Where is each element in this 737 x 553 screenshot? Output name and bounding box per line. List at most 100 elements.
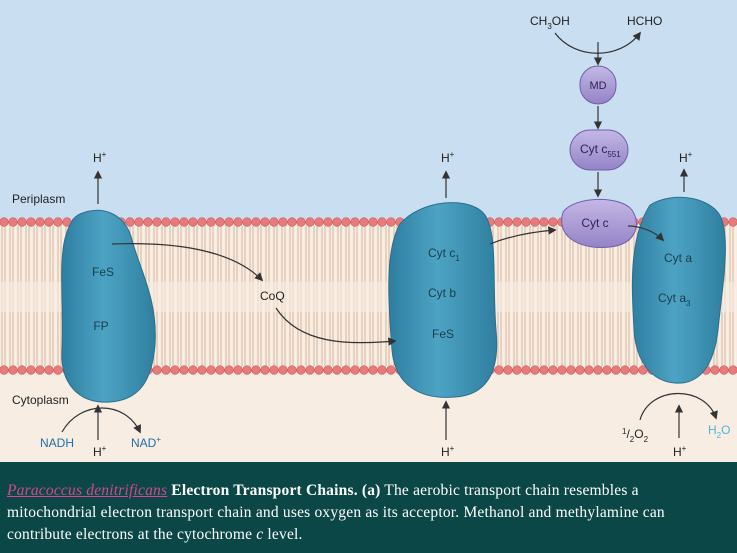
water-label: H2O: [708, 423, 730, 440]
lipid-head: [143, 217, 153, 227]
lipid-head: [512, 217, 522, 227]
lipid-head: [161, 217, 171, 227]
lipid-head: [26, 217, 36, 227]
lipid-head: [287, 365, 297, 375]
nad-label: NAD+: [131, 435, 161, 450]
lipid-head: [161, 365, 171, 375]
lipid-head: [377, 217, 387, 227]
lipid-head: [53, 365, 63, 375]
lipid-head: [188, 365, 198, 375]
complex-i-to-coq-arrow: [111, 243, 264, 282]
lipid-head: [332, 217, 342, 227]
lipid-head: [251, 365, 261, 375]
caption-title: Electron Transport Chains. (a): [167, 482, 381, 499]
lipid-head: [386, 365, 396, 375]
lipid-head: [728, 365, 737, 375]
lipid-head: [206, 217, 216, 227]
lipid-head: [296, 217, 306, 227]
lipid-head: [125, 217, 135, 227]
lipid-head: [341, 217, 351, 227]
cytoplasm-label: Cytoplasm: [12, 393, 69, 407]
complex-iii-cytc1-label: Cyt c1: [428, 246, 460, 263]
complex-iii-to-cytc-arrow: [489, 226, 557, 245]
lipid-head: [521, 217, 531, 227]
lipid-head: [305, 365, 315, 375]
lipid-head: [215, 365, 225, 375]
lipid-head: [215, 217, 225, 227]
complex-iv-proton-in-label: H+: [673, 444, 687, 459]
lipid-head: [611, 365, 621, 375]
caption-cyto-letter: c: [256, 526, 264, 543]
lipid-head: [287, 217, 297, 227]
methanol-label: CH3OH: [530, 14, 570, 31]
cyt-c551-label: Cyt c551: [580, 142, 621, 159]
lipid-head: [260, 365, 270, 375]
caption-species: Paracoccus denitrificans: [7, 482, 168, 499]
lipid-head: [368, 217, 378, 227]
periplasm-region: [0, 0, 737, 220]
caption-text-end: level.: [263, 526, 303, 543]
lipid-head: [206, 365, 216, 375]
figure-caption: Paracoccus denitrificans Electron Transp…: [0, 462, 737, 553]
lipid-head: [296, 365, 306, 375]
complex-i-proton-out-label: H+: [93, 150, 107, 165]
lipid-head: [638, 365, 648, 375]
lipid-head: [224, 217, 234, 227]
lipid-head: [530, 217, 540, 227]
lipid-head: [323, 217, 333, 227]
lipid-head: [269, 217, 279, 227]
lipid-head: [359, 365, 369, 375]
lipid-head: [512, 365, 522, 375]
lipid-head: [314, 365, 324, 375]
lipid-head: [305, 217, 315, 227]
etc-diagram: FeS FP Cyt c1 Cyt b FeS Cyt a Cyt a3 Cyt…: [0, 0, 737, 462]
formaldehyde-label: HCHO: [627, 14, 662, 28]
methanol-dehydrogenase: [579, 65, 617, 105]
lipid-head: [314, 217, 324, 227]
lipid-head: [197, 217, 207, 227]
lipid-head: [629, 365, 639, 375]
lipid-head: [8, 365, 18, 375]
lipid-head: [494, 217, 504, 227]
lipid-head: [494, 365, 504, 375]
cytc-to-complex-iv-arrow: [627, 225, 665, 242]
lipid-head: [242, 365, 252, 375]
cyt-c-label: Cyt c: [581, 216, 608, 230]
lipid-head: [134, 217, 144, 227]
lipid-head: [386, 217, 396, 227]
lipid-head: [44, 217, 54, 227]
cyt-c: [561, 198, 637, 249]
complex-iv-proton-out-label: H+: [679, 150, 693, 165]
oxygen-reduction-arrow: [639, 392, 718, 421]
complex-iv-cyta-label: Cyt a: [664, 251, 692, 265]
lipid-head: [323, 365, 333, 375]
lipid-head: [341, 365, 351, 375]
lipid-head: [224, 365, 234, 375]
lipid-head: [179, 217, 189, 227]
lipid-head: [557, 365, 567, 375]
lipid-head: [548, 365, 558, 375]
lipid-head: [152, 365, 162, 375]
nadh-label: NADH: [40, 436, 74, 450]
lipid-head: [251, 217, 261, 227]
periplasm-label: Periplasm: [12, 192, 65, 206]
complex-i: [61, 209, 156, 403]
oxygen-label: 1/2O2: [622, 427, 649, 444]
caption-text: The aerobic transport chain resembles a …: [7, 482, 665, 543]
lipid-head: [350, 217, 360, 227]
lipid-head: [179, 365, 189, 375]
lipid-head: [170, 365, 180, 375]
lipid-head: [53, 217, 63, 227]
lipid-head: [530, 365, 540, 375]
lipid-head: [332, 365, 342, 375]
lipid-head: [719, 365, 729, 375]
complex-iv-cyta3-label: Cyt a3: [658, 291, 691, 308]
lipid-head: [188, 217, 198, 227]
lipid-head: [278, 217, 288, 227]
complex-iv: [631, 196, 726, 384]
lipid-head: [26, 365, 36, 375]
lipid-head: [728, 217, 737, 227]
lipid-head: [368, 365, 378, 375]
complex-iii-cytb-label: Cyt b: [428, 286, 456, 300]
complex-iii-proton-out-label: H+: [441, 150, 455, 165]
